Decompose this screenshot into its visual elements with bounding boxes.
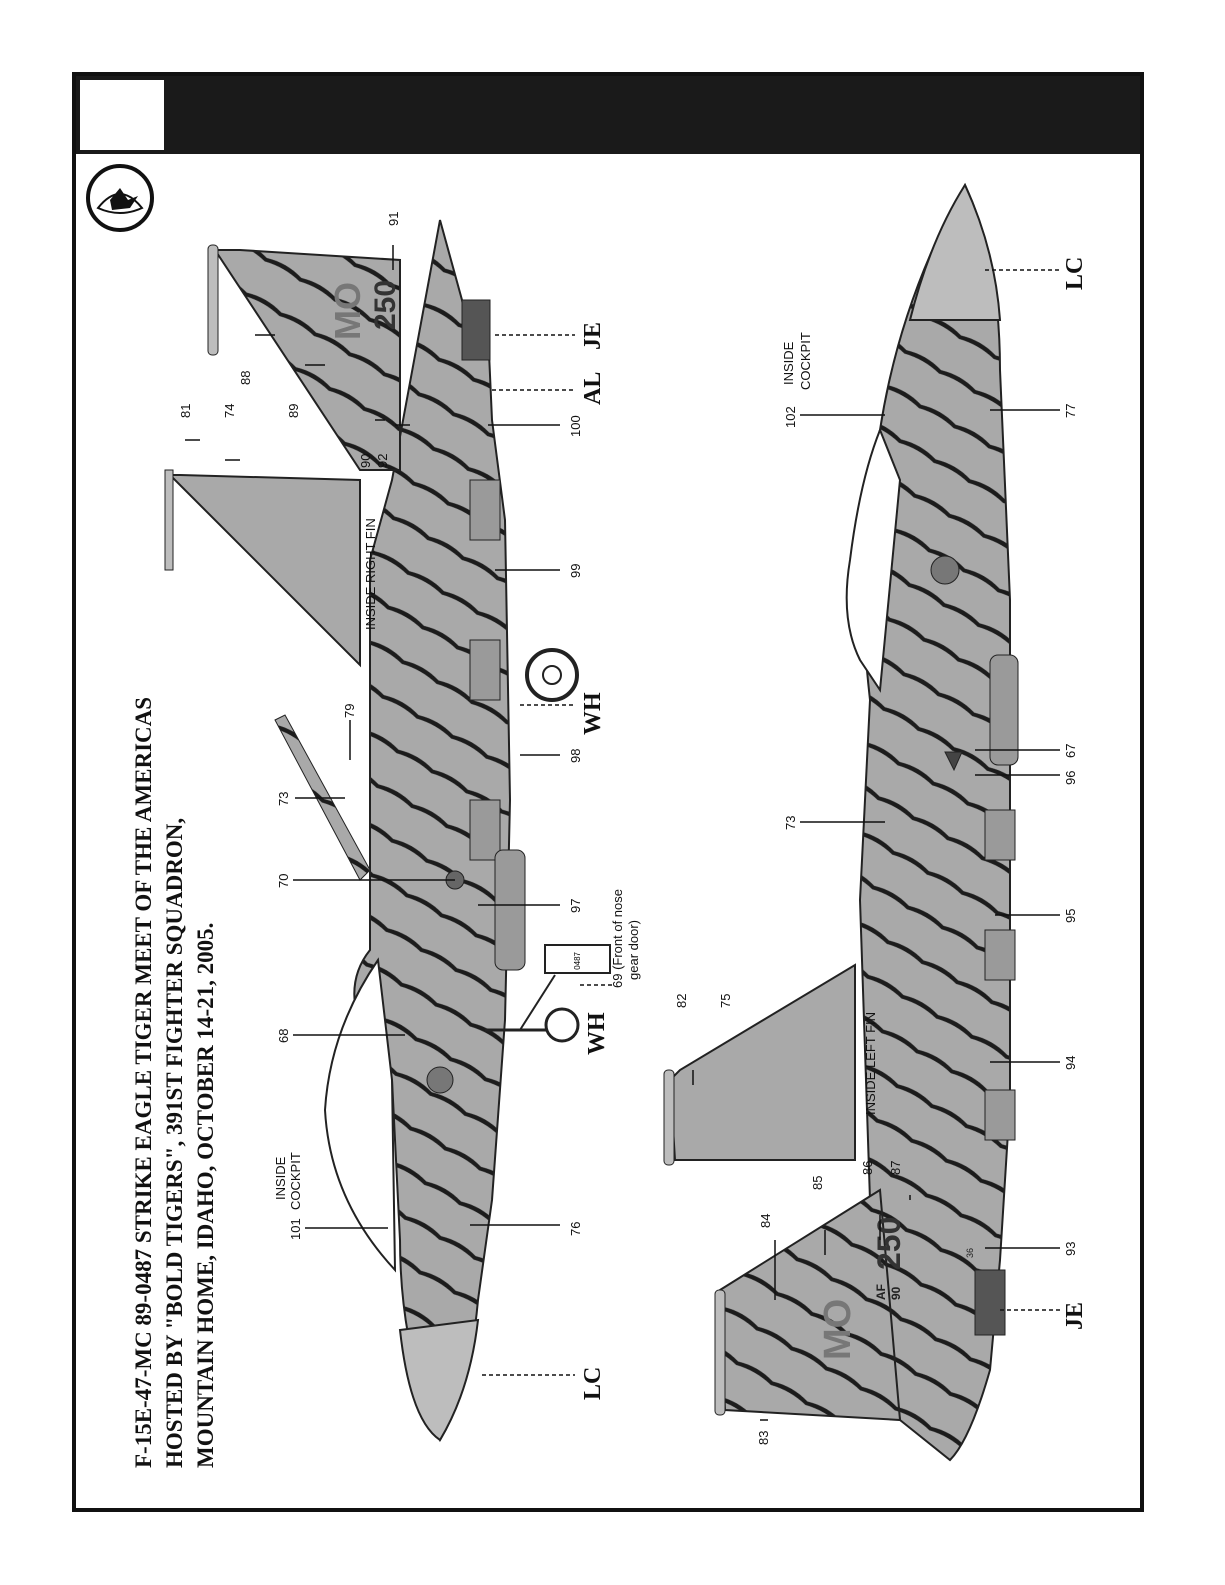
callout-79: 79 [342, 704, 357, 718]
callout-68: 68 [276, 1029, 291, 1043]
code-je-1: JE [580, 322, 606, 350]
header-bar [76, 76, 1140, 154]
callout-93: 93 [1063, 1242, 1078, 1256]
callout-97: 97 [568, 899, 583, 913]
callout-86: 86 [860, 1161, 875, 1175]
inside-cockpit-right-label-1: INSIDE [781, 341, 796, 385]
callout-100: 100 [568, 415, 583, 437]
callout-85: 85 [810, 1176, 825, 1190]
code-wh-2: WH [584, 1012, 610, 1055]
code-al: AL [580, 372, 606, 405]
callout-75: 75 [718, 994, 733, 1008]
inside-cockpit-label-1: INSIDE [273, 1156, 288, 1200]
leader-lines [185, 245, 1060, 1421]
inside-cockpit-label-2: COCKPIT [288, 1152, 303, 1210]
callout-101: 101 [288, 1218, 303, 1240]
code-lc-2: LC [1062, 257, 1088, 290]
callout-87: 87 [888, 1161, 903, 1175]
tail-code-left: MO [817, 1299, 859, 1360]
tail-serial-right: 250 [369, 280, 402, 330]
inside-right-fin-label: INSIDE RIGHT FIN [363, 518, 378, 630]
tail-serial-prefix: AF [874, 1284, 888, 1300]
callout-96: 96 [1063, 771, 1078, 785]
small-36-left: 36 [965, 1248, 975, 1258]
aircraft-left-side-view: MO 250 AF 90 36 [714, 182, 1019, 1462]
callout-70: 70 [276, 874, 291, 888]
code-wh-1: WH [580, 692, 606, 735]
code-letters: LC WH WH JE AL JE LC [580, 257, 1088, 1400]
callout-98: 98 [568, 749, 583, 763]
callout-89: 89 [286, 404, 301, 418]
callout-94: 94 [1063, 1056, 1078, 1070]
page-frame [72, 72, 1144, 1512]
tail-serial-left: 250 [871, 1217, 907, 1270]
callout-95: 95 [1063, 909, 1078, 923]
callout-77: 77 [1063, 404, 1078, 418]
callout-81: 81 [178, 404, 193, 418]
callout-numbers: 101 76 68 70 73 79 97 98 99 100 81 74 88… [178, 212, 1078, 1445]
inside-cockpit-right-label-2: COCKPIT [798, 332, 813, 390]
inside-right-fin [164, 469, 361, 668]
callout-69: 69 (Front of nose [610, 889, 625, 988]
gear-door-text: 0487 [573, 951, 582, 969]
callout-76: 76 [568, 1222, 583, 1236]
tail-serial-year: 90 [889, 1286, 903, 1300]
callout-84: 84 [758, 1214, 773, 1228]
callout-92: 92 [375, 454, 390, 468]
callout-91: 91 [386, 212, 401, 226]
callout-67: 67 [1063, 744, 1078, 758]
dashed-leaders [482, 269, 1060, 1376]
callout-69-line2: gear door) [626, 920, 641, 980]
inside-left-fin-label: INSIDE LEFT FIN [863, 1012, 878, 1115]
nose-gear-door-decal: 0487 [544, 944, 611, 974]
sheet-number-box [80, 80, 164, 150]
callout-83: 83 [756, 1431, 771, 1445]
callout-73b: 73 [783, 816, 798, 830]
code-lc-1: LC [580, 1367, 606, 1400]
callout-82: 82 [674, 994, 689, 1008]
callout-74: 74 [222, 404, 237, 418]
callout-88: 88 [238, 371, 253, 385]
code-je-2: JE [1062, 1302, 1088, 1330]
callout-90: 90 [358, 454, 373, 468]
callout-73a: 73 [276, 792, 291, 806]
tail-code-right: MO [327, 282, 368, 340]
tiger-meet-logo [86, 164, 154, 232]
callout-99: 99 [568, 564, 583, 578]
aircraft-right-side-view: MO 250 [207, 219, 580, 1443]
inside-left-fin [663, 963, 856, 1166]
section-labels: INSIDE COCKPIT INSIDE RIGHT FIN INSIDE L… [273, 332, 878, 1210]
callout-102: 102 [783, 406, 798, 428]
